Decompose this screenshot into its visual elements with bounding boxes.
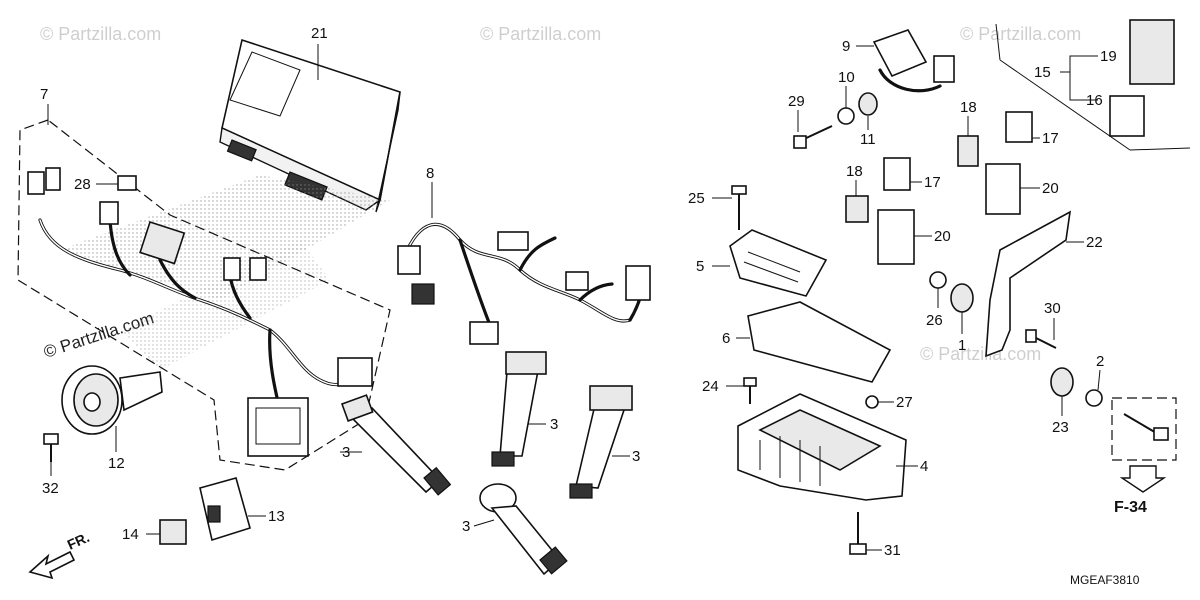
- watermark: © Partzilla.com: [40, 24, 161, 44]
- relay[interactable]: [883, 157, 911, 191]
- callout-21: 21: [311, 25, 328, 42]
- reference-bolt: [1123, 413, 1169, 441]
- reference-arrow: [1119, 465, 1167, 493]
- watermark: © Partzilla.com: [480, 24, 601, 44]
- relay-module[interactable]: [199, 477, 251, 542]
- callout-13: 13: [268, 508, 285, 525]
- callout-3: 3: [462, 518, 470, 535]
- bolt[interactable]: [743, 377, 757, 404]
- main-wire-harness[interactable]: [27, 167, 373, 457]
- callout-12: 12: [108, 455, 125, 472]
- leader-line: [473, 519, 495, 527]
- connector-clip[interactable]: [117, 175, 137, 191]
- relay-socket[interactable]: [985, 163, 1021, 215]
- leader-line: [995, 23, 1001, 61]
- bolt[interactable]: [793, 125, 833, 149]
- bracket[interactable]: [985, 210, 1072, 358]
- harness-frame: [17, 119, 391, 471]
- relay-socket[interactable]: [877, 209, 915, 265]
- callout-31: 31: [884, 542, 901, 559]
- callout-18: 18: [960, 99, 977, 116]
- callout-14: 14: [122, 526, 139, 543]
- collar[interactable]: [929, 271, 947, 289]
- callout-29: 29: [788, 93, 805, 110]
- callout-20: 20: [934, 228, 951, 245]
- ignition-coil[interactable]: [491, 351, 547, 467]
- rubber-mount[interactable]: [1050, 367, 1074, 397]
- relay[interactable]: [1129, 19, 1175, 85]
- callout-11: 11: [860, 131, 876, 148]
- sub-wire-harness[interactable]: [397, 222, 651, 345]
- clip[interactable]: [865, 395, 879, 409]
- relay-with-connector[interactable]: [872, 29, 955, 93]
- watermark: © Partzilla.com: [920, 344, 1041, 364]
- callout-16: 16: [1086, 92, 1103, 109]
- callout-3: 3: [342, 444, 350, 461]
- callout-24: 24: [702, 378, 719, 395]
- ignition-coil[interactable]: [479, 483, 568, 576]
- callout-23: 23: [1052, 419, 1069, 436]
- callout-10: 10: [838, 69, 855, 86]
- fuse-holder[interactable]: [957, 135, 979, 167]
- reference-box: [1111, 397, 1177, 461]
- callout-6: 6: [722, 330, 730, 347]
- leader-line: [999, 59, 1131, 151]
- callout-2: 2: [1096, 353, 1104, 370]
- front-direction-arrow: FR.: [28, 529, 92, 580]
- fuse-holder[interactable]: [845, 195, 869, 223]
- callout-20: 20: [1042, 180, 1059, 197]
- callout-27: 27: [896, 394, 913, 411]
- screw[interactable]: [731, 185, 747, 230]
- rubber-mount[interactable]: [950, 283, 974, 313]
- leader-line: [1060, 55, 1098, 73]
- regulator-rectifier[interactable]: [737, 393, 907, 501]
- callout-3: 3: [632, 448, 640, 465]
- relay-small[interactable]: [159, 519, 187, 545]
- gasket-plate[interactable]: [747, 301, 892, 383]
- relay[interactable]: [1109, 95, 1145, 137]
- diagram-code: MGEAF3810: [1070, 573, 1140, 587]
- horn[interactable]: [61, 365, 163, 435]
- ignition-coil[interactable]: [340, 394, 452, 496]
- callout-7: 7: [40, 86, 48, 103]
- callout-3: 3: [550, 416, 558, 433]
- bolt[interactable]: [43, 433, 59, 462]
- callout-32: 32: [42, 480, 59, 497]
- callout-8: 8: [426, 165, 434, 182]
- callout-19: 19: [1100, 48, 1117, 65]
- front-label: FR.: [65, 529, 92, 553]
- collar[interactable]: [837, 107, 855, 125]
- callout-18: 18: [846, 163, 863, 180]
- bolt[interactable]: [1025, 329, 1057, 349]
- bolt[interactable]: [849, 512, 867, 555]
- leader-line: [1129, 147, 1191, 151]
- callout-28: 28: [74, 176, 91, 193]
- collar[interactable]: [1085, 389, 1103, 407]
- callout-15: 15: [1034, 64, 1051, 81]
- leader-line: [1097, 369, 1101, 391]
- callout-25: 25: [688, 190, 705, 207]
- leader-line: [1069, 72, 1098, 101]
- callout-17: 17: [924, 174, 941, 191]
- callout-30: 30: [1044, 300, 1061, 317]
- watermark: © Partzilla.com: [960, 24, 1081, 44]
- callout-4: 4: [920, 458, 928, 475]
- shading: [120, 240, 330, 370]
- regulator-cover[interactable]: [729, 229, 828, 297]
- callout-17: 17: [1042, 130, 1059, 147]
- callout-22: 22: [1086, 234, 1103, 251]
- shading: [60, 175, 390, 300]
- callout-1: 1: [958, 337, 966, 354]
- ignition-coil[interactable]: [569, 385, 633, 499]
- callout-26: 26: [926, 312, 943, 329]
- rubber-mount[interactable]: [858, 92, 878, 116]
- relay[interactable]: [1005, 111, 1033, 143]
- callout-5: 5: [696, 258, 704, 275]
- page-reference[interactable]: F-34: [1114, 499, 1147, 516]
- callout-9: 9: [842, 38, 850, 55]
